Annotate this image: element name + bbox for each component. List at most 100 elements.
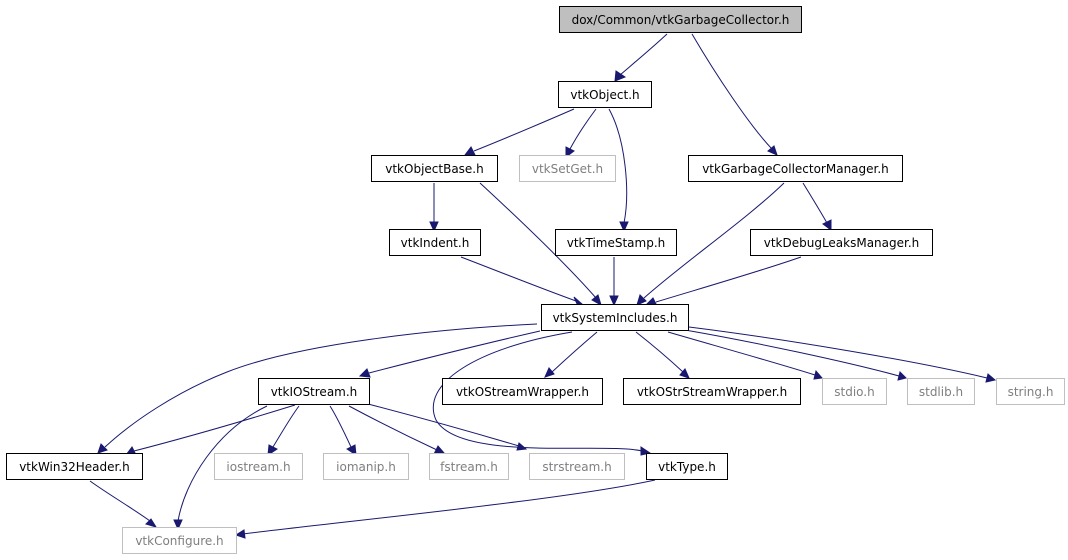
edge-line: [348, 405, 438, 451]
edge-vtkSystemIncludes-to-vtkIOStream: [358, 330, 541, 378]
node-vtkObject[interactable]: vtkObject.h: [558, 81, 652, 108]
edge-arrowhead: [985, 373, 997, 383]
node-box[interactable]: [623, 378, 801, 405]
node-label: vtkConfigure.h: [135, 534, 223, 548]
edge-arrowhead: [609, 295, 619, 307]
edge-vtkObject-to-vtkSetGet: [565, 108, 597, 158]
node-vtkOStrStreamWrapper[interactable]: vtkOStrStreamWrapper.h: [623, 378, 801, 405]
edge-line: [479, 182, 597, 299]
node-vtkSystemIncludes[interactable]: vtkSystemIncludes.h: [541, 304, 689, 331]
edge-vtkDebugLeaksManager-to-vtkSystemIncludes: [644, 256, 802, 307]
node-box[interactable]: [559, 6, 802, 33]
node-vtkTimeStamp[interactable]: vtkTimeStamp.h: [555, 229, 677, 256]
node-box[interactable]: [688, 155, 903, 182]
edge-line: [133, 404, 296, 452]
node-vtkConfigure[interactable]: vtkConfigure.h: [122, 527, 237, 554]
edge-line: [667, 331, 816, 376]
node-box[interactable]: [541, 304, 689, 331]
node-vtkIndent[interactable]: vtkIndent.h: [389, 229, 481, 256]
node-vtkSetGet[interactable]: vtkSetGet.h: [519, 155, 616, 182]
edge-line: [569, 108, 597, 150]
node-stdio[interactable]: stdio.h: [822, 378, 887, 405]
node-box[interactable]: [442, 378, 603, 405]
edge-vtkSystemIncludes-to-vtkWin32Header: [97, 323, 538, 454]
edge-line: [619, 33, 668, 76]
edge-line: [802, 182, 828, 224]
edge-line: [89, 480, 151, 522]
node-strstream[interactable]: strstream.h: [529, 453, 625, 480]
node-box[interactable]: [558, 81, 652, 108]
node-box[interactable]: [122, 527, 237, 554]
node-label: vtkIndent.h: [401, 236, 470, 250]
edge-arrowhead: [145, 518, 158, 528]
node-vtkWin32Header[interactable]: vtkWin32Header.h: [6, 453, 143, 480]
edge-vtkIOStream-to-vtkConfigure: [173, 405, 268, 531]
node-iostream[interactable]: iostream.h: [214, 453, 303, 480]
node-iomanip[interactable]: iomanip.h: [323, 453, 409, 480]
node-stdlib[interactable]: stdlib.h: [907, 378, 975, 405]
node-box[interactable]: [996, 378, 1065, 405]
node-box[interactable]: [529, 453, 625, 480]
edge-arrowhead: [544, 367, 555, 378]
edge-arrowhead: [822, 219, 832, 231]
edge-vtkIOStream-to-strstream: [367, 403, 528, 451]
node-label: vtkOStreamWrapper.h: [456, 385, 589, 399]
edge-arrowhead: [173, 519, 183, 531]
node-box[interactable]: [907, 378, 975, 405]
edge-line: [688, 326, 988, 379]
node-label: stdio.h: [834, 385, 874, 399]
edge-arrowhead: [679, 368, 690, 379]
edge-vtkSystemIncludes-to-vtkOStrStreamWrapper: [635, 331, 690, 379]
edge-line: [473, 108, 575, 152]
node-box[interactable]: [371, 155, 498, 182]
node-box[interactable]: [555, 229, 677, 256]
edge-arrowhead: [516, 442, 528, 451]
node-box[interactable]: [258, 378, 370, 405]
node-box[interactable]: [6, 453, 143, 480]
edge-vtkGarbageCollectorManager-to-vtkDebugLeaksManager: [802, 182, 832, 231]
edge-arrowhead: [565, 146, 575, 158]
node-box[interactable]: [822, 378, 887, 405]
node-vtkObjectBase[interactable]: vtkObjectBase.h: [371, 155, 498, 182]
edge-arrowhead: [267, 444, 278, 457]
node-fstream[interactable]: fstream.h: [429, 453, 509, 480]
node-box[interactable]: [429, 453, 509, 480]
edge-arrowhead: [358, 368, 371, 378]
edge-arrowhead: [591, 294, 602, 307]
edge-vtkIOStream-to-fstream: [348, 405, 446, 455]
node-label: stdlib.h: [919, 385, 963, 399]
edge-vtkSystemIncludes-to-stdio: [667, 331, 823, 380]
node-label: vtkGarbageCollectorManager.h: [702, 162, 889, 176]
node-box[interactable]: [646, 453, 728, 480]
edge-line: [460, 256, 577, 302]
node-vtkOStreamWrapper[interactable]: vtkOStreamWrapper.h: [442, 378, 603, 405]
edge-line: [635, 331, 684, 373]
node-box[interactable]: [323, 453, 409, 480]
node-box[interactable]: [750, 229, 933, 256]
node-label: vtkObject.h: [570, 88, 639, 102]
node-vtkIOStream[interactable]: vtkIOStream.h: [258, 378, 370, 405]
node-string[interactable]: string.h: [996, 378, 1065, 405]
edge-line: [608, 108, 628, 224]
edge-arrowhead: [636, 294, 647, 306]
node-root[interactable]: dox/Common/vtkGarbageCollector.h: [559, 6, 802, 33]
node-label: vtkSetGet.h: [532, 162, 603, 176]
edge-root-to-vtkObject: [614, 33, 668, 82]
node-vtkDebugLeaksManager[interactable]: vtkDebugLeaksManager.h: [750, 229, 933, 256]
node-label: iostream.h: [226, 460, 290, 474]
node-box[interactable]: [389, 229, 481, 256]
node-vtkType[interactable]: vtkType.h: [646, 453, 728, 480]
node-label: vtkType.h: [658, 460, 716, 474]
edge-line: [691, 33, 773, 150]
node-box[interactable]: [214, 453, 303, 480]
node-box[interactable]: [519, 155, 616, 182]
edge-line: [432, 331, 643, 452]
edge-line: [272, 405, 300, 448]
nodes: dox/Common/vtkGarbageCollector.h vtkObjec…: [6, 6, 1065, 554]
edge-line: [368, 330, 541, 374]
node-label: vtkObjectBase.h: [385, 162, 483, 176]
edge-arrowhead: [433, 445, 446, 455]
node-vtkGarbageCollectorManager[interactable]: vtkGarbageCollectorManager.h: [688, 155, 903, 182]
edge-vtkIOStream-to-iostream: [267, 405, 300, 457]
